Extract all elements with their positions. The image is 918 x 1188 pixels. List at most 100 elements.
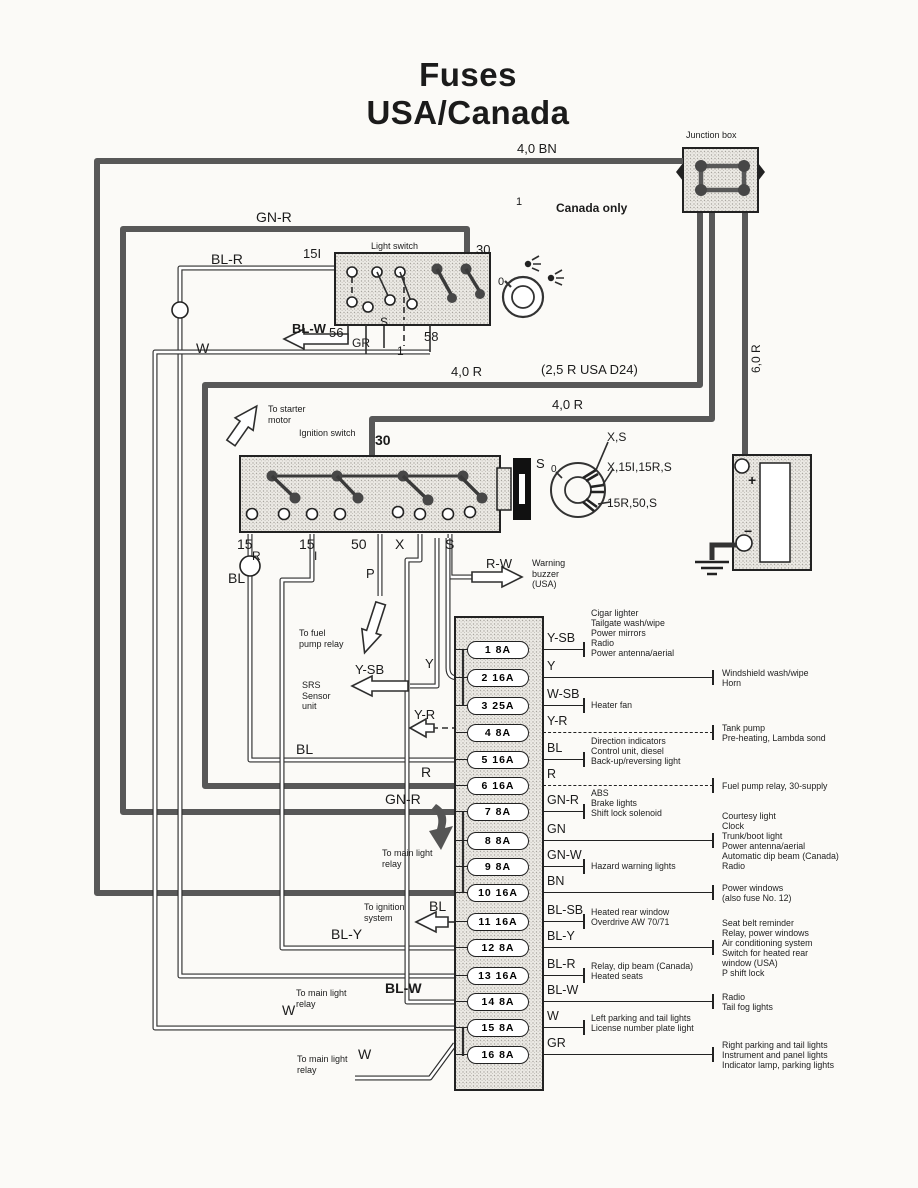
fuse-11-wire xyxy=(543,921,584,922)
fuse-12-left-stub xyxy=(455,947,468,948)
fuse-15-wire xyxy=(543,1027,584,1028)
fuse-8: 8 8A xyxy=(467,832,529,850)
fuse-10-code: BN xyxy=(547,874,565,888)
junction-box xyxy=(676,147,765,213)
key-switch xyxy=(550,441,614,518)
fuse-5-code: BL xyxy=(547,741,563,755)
fuse-12: 12 8A xyxy=(467,939,529,957)
fuse-11-desc: Heated rear window Overdrive AW 70/71 xyxy=(591,907,670,927)
fuse-7-tick xyxy=(583,804,585,819)
fuse-16-left-stub xyxy=(455,1054,468,1055)
fuse-11: 11 16A xyxy=(467,913,529,931)
light-switch-term-s: S xyxy=(380,315,389,329)
fuse-9-tick xyxy=(583,859,585,874)
node-bl-label: BL xyxy=(228,570,246,586)
fuse-7-desc: ABS Brake lights Shift lock solenoid xyxy=(591,788,662,818)
fuse-6: 6 16A xyxy=(467,777,529,795)
light-switch-term-gr: GR xyxy=(352,336,370,350)
fuse-14-wire xyxy=(543,1001,713,1002)
usa-d24-note: (2,5 R USA D24) xyxy=(541,362,638,377)
heavy-wires xyxy=(94,158,748,896)
y-r-arrow xyxy=(408,717,435,739)
fuse-15-code: W xyxy=(547,1009,559,1023)
ignition-term-15r: 15 xyxy=(237,536,253,552)
fuse-11-code: BL-SB xyxy=(547,903,584,917)
fuse-7-code: GN-R xyxy=(547,793,579,807)
wire-label-r: R xyxy=(421,764,432,780)
fuse-5-left-stub xyxy=(455,759,468,760)
wire-label-4-0-r-a: 4,0 R xyxy=(451,364,483,379)
wire-label-gn-r: GN-R xyxy=(385,791,421,807)
connector xyxy=(496,458,531,520)
arrows xyxy=(225,327,524,934)
fuse-15: 15 8A xyxy=(467,1019,529,1037)
to-starter-arrow xyxy=(225,404,258,447)
fuse-2-left-stub xyxy=(455,677,468,678)
fuse-13-code: BL-R xyxy=(547,957,576,971)
fuse-12-desc: Seat belt reminder Relay, power windows … xyxy=(722,918,813,978)
fuse-8-code: GN xyxy=(547,822,566,836)
junction-box-label: Junction box xyxy=(686,130,737,140)
fuse-15-left-stub xyxy=(455,1027,468,1028)
fuse-10: 10 16A xyxy=(467,884,529,902)
fuse-8-tick xyxy=(712,833,714,848)
fuse-16: 16 8A xyxy=(467,1046,529,1064)
light-switch-term-56: 56 xyxy=(329,325,344,340)
fuse-7: 7 8A xyxy=(467,803,529,821)
fuse-2-tick xyxy=(712,670,714,685)
to-main-light-label-1: To main light relay xyxy=(382,848,433,869)
fuse-2-code: Y xyxy=(547,659,556,673)
light-switch-knob xyxy=(501,255,564,319)
fuse-14-tick xyxy=(712,994,714,1009)
fuse-6-desc: Fuel pump relay, 30-supply xyxy=(722,781,828,791)
fuse-8-desc: Courtesy light Clock Trunk/boot light Po… xyxy=(722,811,839,871)
ignition-term-15i-sub: I xyxy=(314,549,318,563)
fuse-4-left-stub xyxy=(455,732,468,733)
fuse-8-wire xyxy=(543,840,713,841)
battery-plus-label: + xyxy=(748,472,757,488)
r-w-arrow xyxy=(471,565,524,589)
ignition-term-30: 30 xyxy=(375,432,391,448)
fuse-1-code: Y-SB xyxy=(547,631,576,645)
fuse-7-wire xyxy=(543,811,584,812)
wire-label-bl-out: BL xyxy=(429,898,447,914)
page-title-line1: Fuses xyxy=(419,56,517,93)
fuse-11-tick xyxy=(583,914,585,929)
fuse-6-tick xyxy=(712,778,714,793)
fuse-14-desc: Radio Tail fog lights xyxy=(722,992,773,1012)
srs-sensor-label: SRS Sensor unit xyxy=(302,680,331,711)
ground-icon xyxy=(695,560,729,576)
ignition-term-x: X xyxy=(395,536,405,552)
wire-label-bl-w-light: BL-W xyxy=(292,321,326,336)
figure-ref-1: 1 xyxy=(516,196,523,208)
key-term-s: S xyxy=(536,456,545,471)
fuse-5-desc: Direction indicators Control unit, diese… xyxy=(591,736,681,766)
fuse-14: 14 8A xyxy=(467,993,529,1011)
fuse-10-wire xyxy=(543,892,713,893)
to-ignition-arrow xyxy=(414,910,449,934)
to-ignition-label: To ignition system xyxy=(364,902,405,923)
fuse-16-code: GR xyxy=(547,1036,566,1050)
fuse-5-tick xyxy=(583,752,585,767)
fuse-6-left-stub xyxy=(455,785,468,786)
headlight-icon xyxy=(547,269,564,286)
fuse-1-tick xyxy=(583,642,585,657)
fuse-1-desc: Cigar lighter Tailgate wash/wipe Power m… xyxy=(591,608,675,658)
fuse-11-left-stub xyxy=(455,921,468,922)
fuse-7-left-stub xyxy=(455,811,468,812)
light-switch-term-15i: 15I xyxy=(303,246,322,261)
battery xyxy=(695,454,812,576)
fuse-14-code: BL-W xyxy=(547,983,579,997)
fuse-3: 3 25A xyxy=(467,697,529,715)
ignition-term-15r-sub: R xyxy=(252,549,261,563)
fuse-13-desc: Relay, dip beam (Canada) Heated seats xyxy=(591,961,694,981)
fuse-box xyxy=(454,616,544,1091)
fuse-2: 2 16A xyxy=(467,669,529,687)
fuse-1: 1 8A xyxy=(467,641,529,659)
fuse-3-desc: Heater fan xyxy=(591,700,633,710)
fuse-5-wire xyxy=(543,759,584,760)
key-pos-15r50s: 15R,50,S xyxy=(607,496,658,510)
wire-label-r-w: R-W xyxy=(486,556,512,571)
fuse-13-left-stub xyxy=(455,975,468,976)
